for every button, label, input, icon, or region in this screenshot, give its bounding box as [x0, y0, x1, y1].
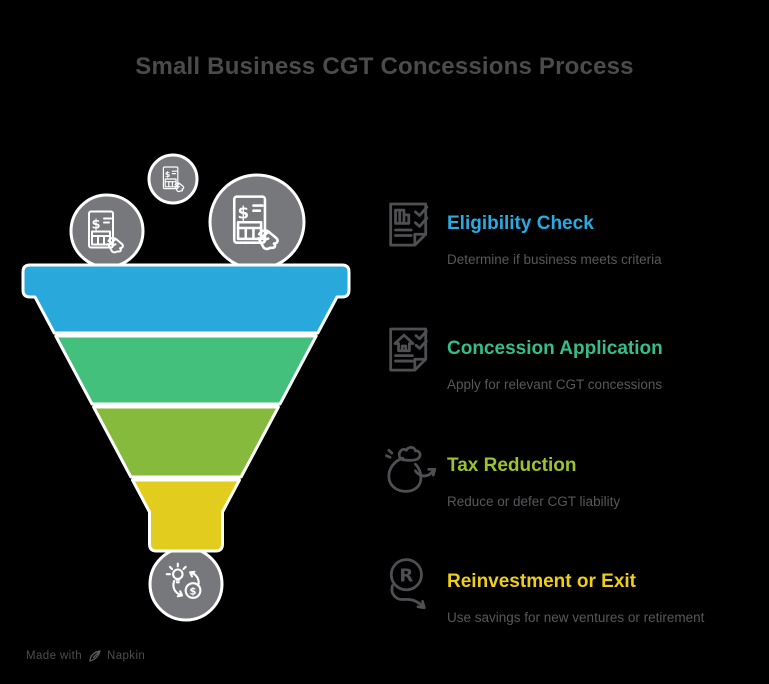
funnel-bubble: $ — [147, 153, 199, 205]
r-exit-arrow-icon: R — [389, 558, 426, 610]
money-bag-arrow-icon — [385, 446, 437, 493]
svg-text:R: R — [399, 565, 413, 586]
step-title: Tax Reduction — [447, 455, 577, 476]
step-description: Use savings for new ventures or retireme… — [447, 610, 705, 625]
step-description: Apply for relevant CGT concessions — [447, 377, 663, 392]
funnel-bubble: $ — [208, 173, 306, 271]
step-title: Reinvestment or Exit — [447, 571, 636, 592]
invoice-hand-icon: $ — [88, 210, 124, 254]
funnel-stage-4 — [131, 478, 241, 553]
step-title: Concession Application — [447, 338, 663, 359]
funnel-stage-3 — [92, 405, 280, 479]
watermark-prefix: Made with — [26, 649, 83, 662]
svg-text:$: $ — [92, 218, 101, 233]
idea-to-money-icon: $ — [165, 562, 202, 599]
page-title: Small Business CGT Concessions Process — [135, 53, 634, 80]
svg-text:$: $ — [190, 587, 197, 598]
step-title: Eligibility Check — [447, 213, 594, 234]
document-house-check-icon — [389, 327, 428, 372]
svg-text:$: $ — [165, 170, 170, 179]
funnel-stage-2 — [54, 334, 318, 406]
step-description: Reduce or defer CGT liability — [447, 494, 621, 509]
watermark: Made with Napkin — [26, 649, 145, 662]
invoice-hand-icon: $ — [162, 166, 185, 193]
step-description: Determine if business meets criteria — [447, 252, 662, 267]
step-tax-reduction: Tax Reduction Reduce or defer CGT liabil… — [381, 440, 620, 510]
step-eligibility-check: Eligibility Check Determine if business … — [381, 198, 662, 268]
svg-text:$: $ — [237, 203, 249, 222]
step-reinvestment-or-exit: R Reinvestment or Exit Use savings for n… — [381, 556, 704, 626]
invoice-hand-icon: $ — [232, 195, 279, 251]
step-concession-application: Concession Application Apply for relevan… — [381, 323, 663, 393]
funnel-stage-1 — [21, 263, 351, 335]
document-check-icon — [389, 202, 429, 247]
funnel-outlet-bubble: $ — [148, 546, 224, 622]
napkin-pen-icon — [89, 650, 101, 662]
funnel-bubble: $ — [69, 193, 145, 269]
watermark-brand: Napkin — [107, 649, 146, 662]
